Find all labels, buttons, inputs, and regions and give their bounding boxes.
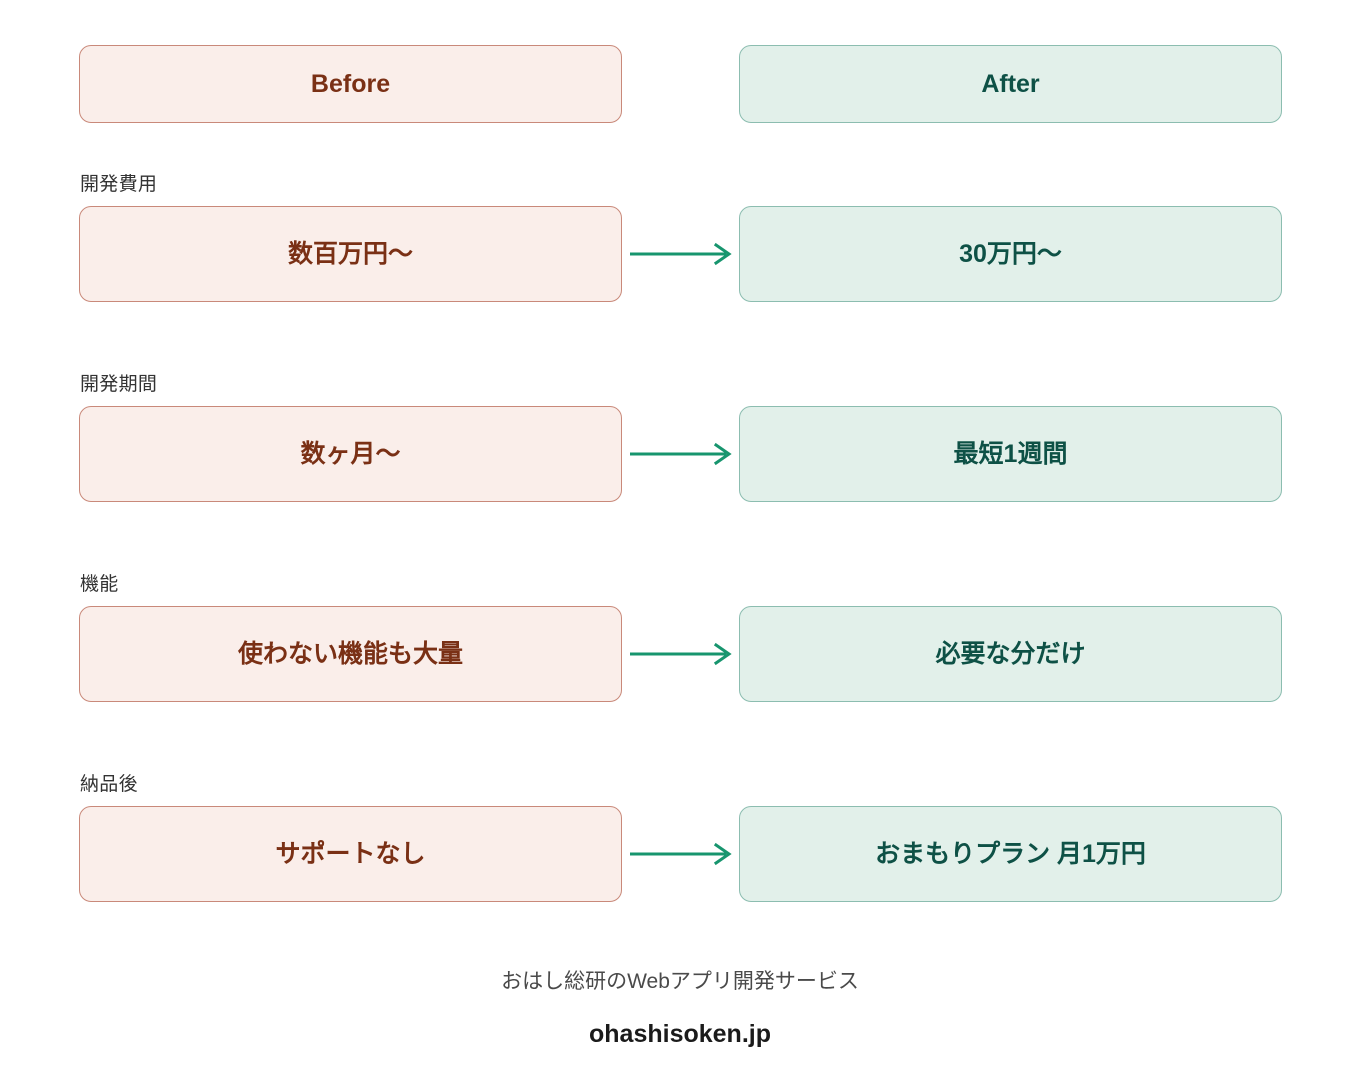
before-value-text: 数百万円〜 xyxy=(287,240,413,268)
footer: おはし総研のWebアプリ開発サービス ohashisoken.jp xyxy=(0,966,1360,1052)
header-box-before: Before xyxy=(79,45,622,123)
row-label: 開発期間 xyxy=(80,374,158,395)
before-value-text: サポートなし xyxy=(275,840,426,868)
before-value-box: 数百万円〜 xyxy=(79,206,622,302)
header-label-after: After xyxy=(981,70,1040,98)
after-value-box: おまもりプラン 月1万円 xyxy=(739,806,1282,902)
arrow-right-icon xyxy=(630,840,736,868)
after-value-text: おまもりプラン 月1万円 xyxy=(875,840,1146,868)
before-value-box: サポートなし xyxy=(79,806,622,902)
row-label: 納品後 xyxy=(80,774,138,795)
before-value-box: 使わない機能も大量 xyxy=(79,606,622,702)
header-box-after: After xyxy=(739,45,1282,123)
after-value-box: 必要な分だけ xyxy=(739,606,1282,702)
before-value-text: 数ヶ月〜 xyxy=(300,440,401,468)
comparison-row-after-delivery: 納品後 サポートなし おまもりプラン 月1万円 xyxy=(0,760,1360,960)
row-label: 機能 xyxy=(80,574,119,595)
arrow-right-icon xyxy=(630,440,736,468)
header-row: Before After xyxy=(0,45,1360,123)
after-value-box: 最短1週間 xyxy=(739,406,1282,502)
arrow-right-icon xyxy=(630,640,736,668)
row-label: 開発費用 xyxy=(80,174,158,195)
after-value-text: 最短1週間 xyxy=(953,440,1068,468)
footer-tagline: おはし総研のWebアプリ開発サービス xyxy=(501,970,859,993)
before-value-text: 使わない機能も大量 xyxy=(237,640,463,668)
comparison-row-features: 機能 使わない機能も大量 必要な分だけ xyxy=(0,560,1360,760)
after-value-box: 30万円〜 xyxy=(739,206,1282,302)
before-value-box: 数ヶ月〜 xyxy=(79,406,622,502)
after-value-text: 必要な分だけ xyxy=(935,640,1086,668)
comparison-row-cost: 開発費用 数百万円〜 30万円〜 xyxy=(0,160,1360,360)
comparison-row-duration: 開発期間 数ヶ月〜 最短1週間 xyxy=(0,360,1360,560)
header-label-before: Before xyxy=(310,70,391,98)
after-value-text: 30万円〜 xyxy=(959,240,1062,268)
arrow-right-icon xyxy=(630,240,736,268)
footer-url: ohashisoken.jp xyxy=(589,1019,771,1048)
